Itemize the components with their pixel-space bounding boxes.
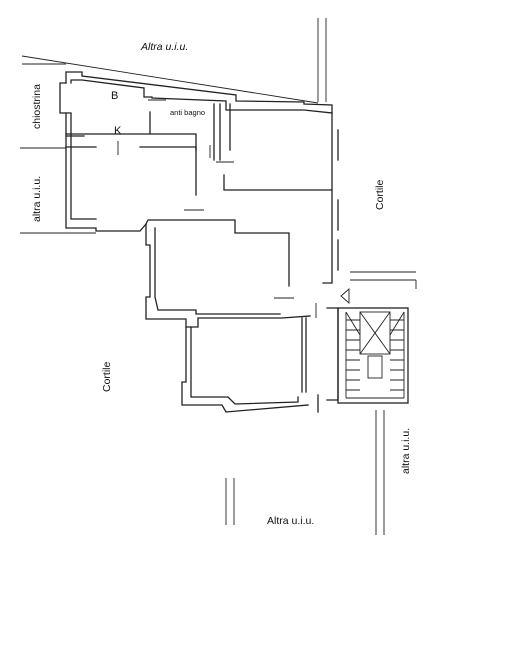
upper-wall-outer xyxy=(65,71,333,284)
label-room-k: K xyxy=(114,125,122,137)
staircase-sides xyxy=(345,312,405,398)
staircase-steps-right xyxy=(390,319,404,391)
elevator-cross xyxy=(359,311,391,355)
label-altra-right: altra u.i.u. xyxy=(400,428,412,474)
lower-wall-outer xyxy=(181,326,309,413)
staircase-left-wall xyxy=(326,307,339,401)
boundary-lines xyxy=(20,18,417,535)
label-cortile-right: Cortile xyxy=(374,179,386,210)
staircase-diagonals xyxy=(345,311,405,336)
elevator-shaft xyxy=(359,311,391,355)
anti-bagno-partition xyxy=(213,103,221,161)
staircase-steps-left xyxy=(346,319,360,391)
label-room-b: B xyxy=(111,90,118,102)
entrance-arrow-icon xyxy=(340,288,350,304)
middle-wall-outer xyxy=(145,223,311,328)
label-cortile-left: Cortile xyxy=(101,361,113,392)
top-boundary-line xyxy=(21,55,319,104)
lower-wall-inner xyxy=(190,326,299,405)
windows xyxy=(117,99,339,318)
upper-room-partition xyxy=(223,174,333,191)
label-altra-left: altra u.i.u. xyxy=(31,176,43,222)
staircase-landing xyxy=(367,355,383,379)
walls xyxy=(59,71,339,413)
middle-wall-inner xyxy=(154,227,281,315)
kitchen-partition xyxy=(65,112,197,196)
label-chiostrina: chiostrina xyxy=(31,84,43,129)
left-wall xyxy=(59,82,290,287)
bath-partition xyxy=(65,111,197,151)
label-anti-bagno: anti bagno xyxy=(170,108,205,117)
upper-wall-inner xyxy=(70,79,333,114)
label-altra-bottom: Altra u.i.u. xyxy=(267,515,314,527)
staircase-outline xyxy=(337,307,409,404)
left-wall-inner xyxy=(70,112,97,220)
label-altra-top: Altra u.i.u. xyxy=(140,41,188,53)
labels: Altra u.i.u. chiostrina altra u.i.u. B a… xyxy=(31,41,412,527)
staircase xyxy=(337,307,409,404)
